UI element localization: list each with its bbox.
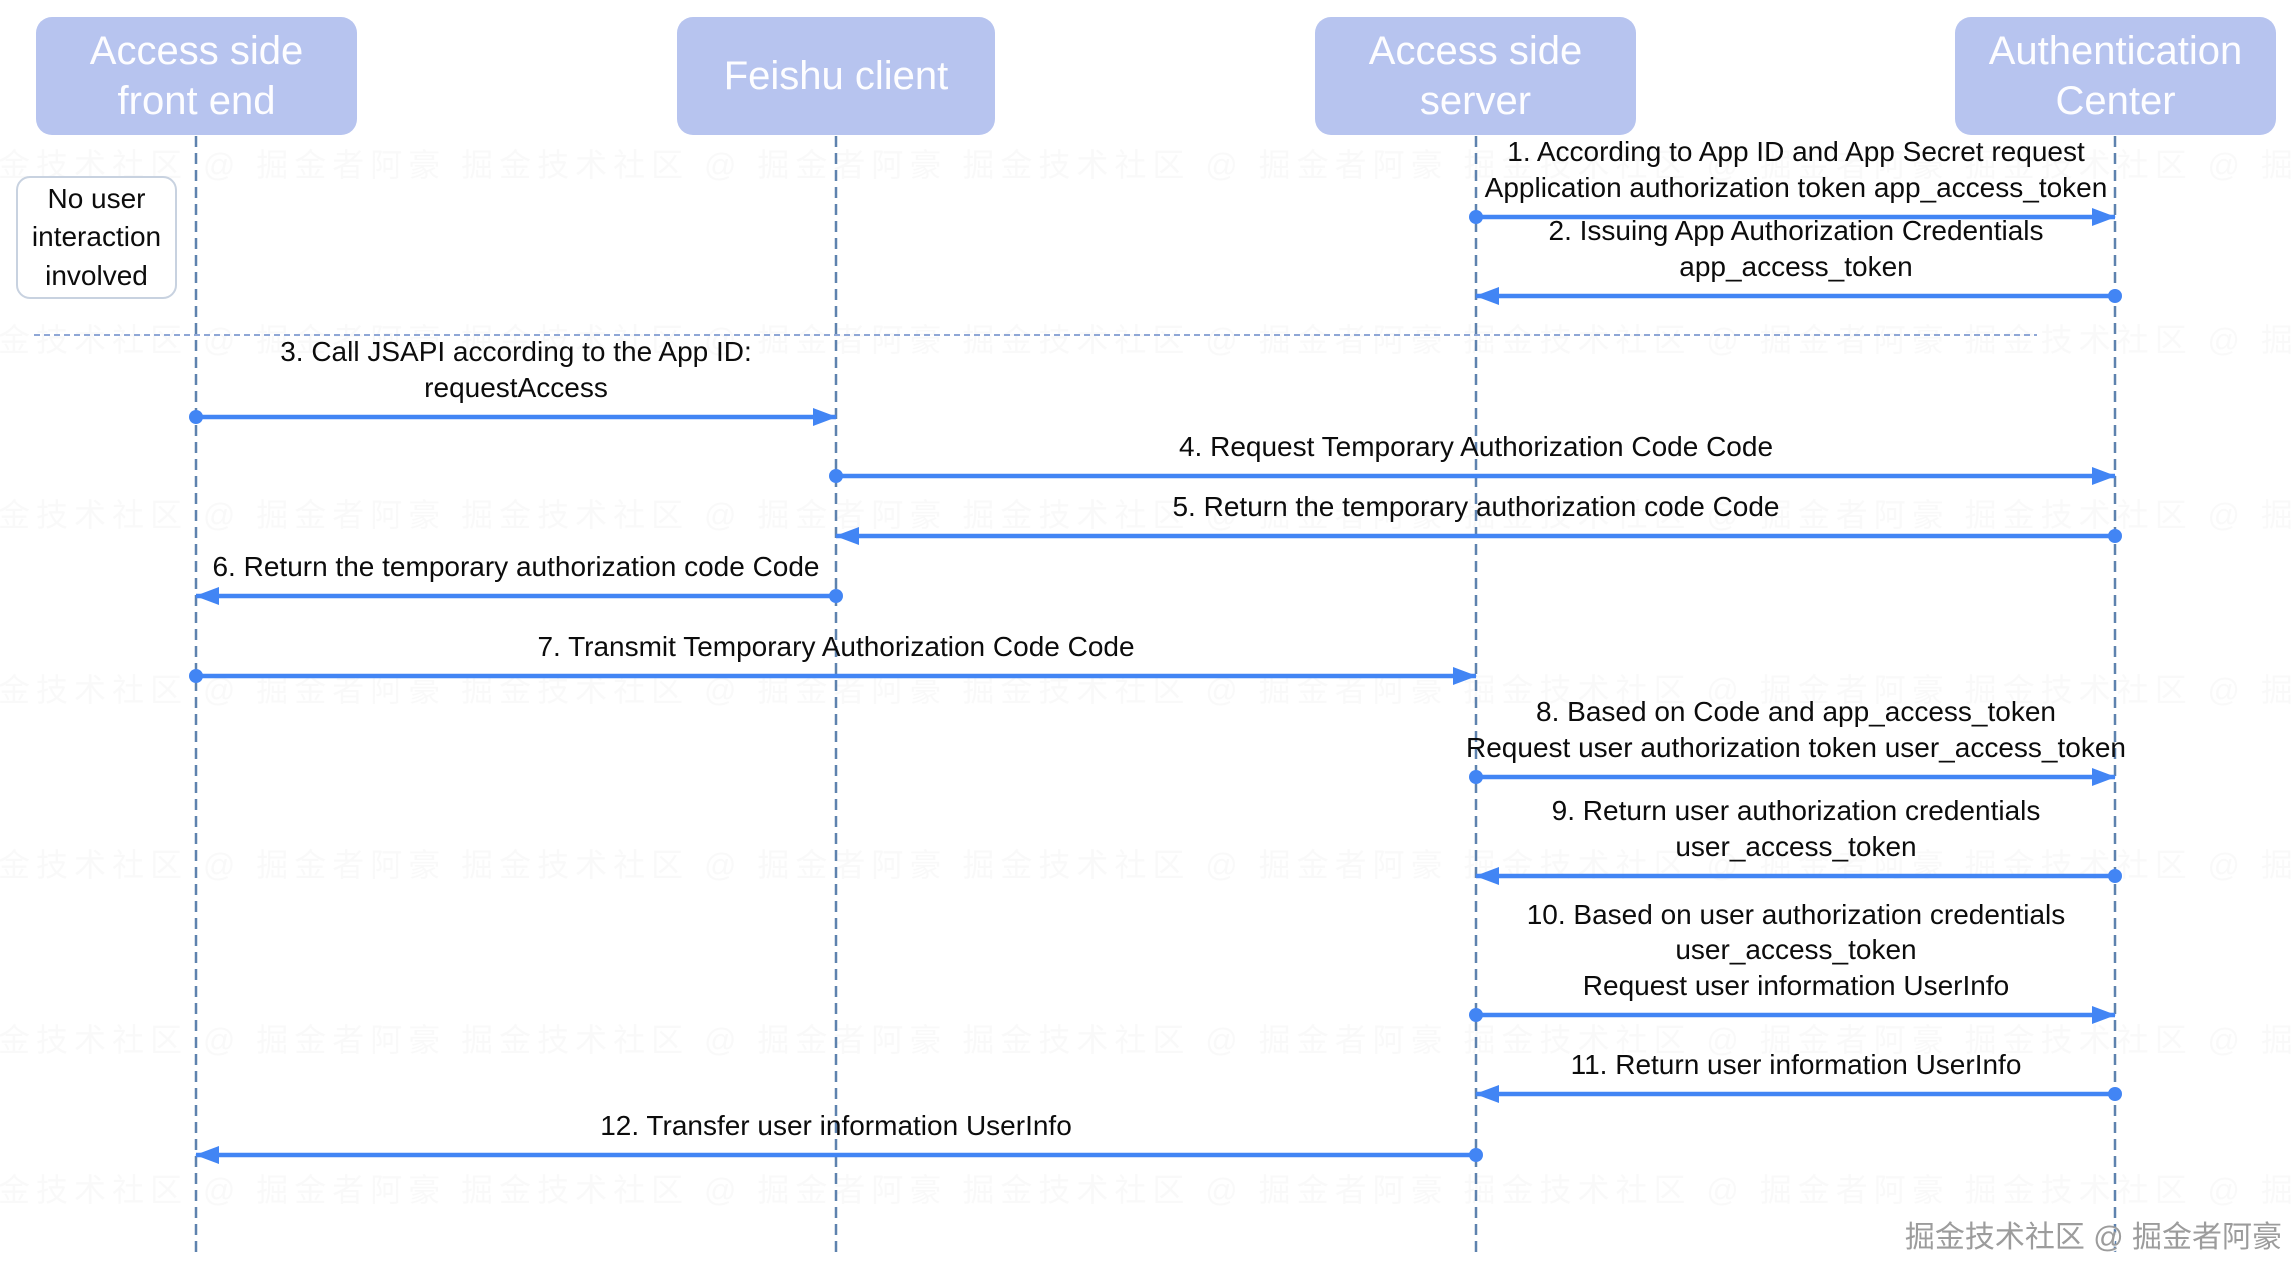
message-label-8: 8. Based on Code and app_access_token Re… [1466, 696, 2126, 763]
watermark-credit: 掘金技术社区 @ 掘金者阿豪 [1904, 1221, 2282, 1254]
message-arrow-10 [1469, 1006, 2116, 1024]
message-label-11: 11. Return user information UserInfo [1570, 1048, 2022, 1080]
message-label-10: 10. Based on user authorization credenti… [1526, 899, 2066, 1001]
message-label-1: 1. According to App ID and App Secret re… [1484, 136, 2108, 203]
message-label-4: 4. Request Temporary Authorization Code … [1178, 430, 1774, 462]
message-label-5: 5. Return the temporary authorization co… [1172, 490, 1780, 522]
message-label-12: 12. Transfer user information UserInfo [600, 1109, 1072, 1141]
message-arrow-1 [1469, 208, 2116, 226]
message-label-2: 2. Issuing App Authorization Credentials… [1548, 215, 2044, 282]
actor-feishu-client: Feishu client [677, 17, 995, 135]
message-label-6: 6. Return the temporary authorization co… [212, 550, 820, 582]
message-arrow-4 [829, 467, 2116, 485]
message-arrow-5 [835, 527, 2122, 545]
message-arrow-3 [189, 408, 837, 426]
message-label-7: 7. Transmit Temporary Authorization Code… [537, 630, 1135, 662]
message-arrow-6 [195, 587, 843, 605]
message-arrow-2 [1475, 287, 2122, 305]
message-arrow-12 [195, 1146, 1483, 1164]
message-arrow-8 [1469, 768, 2116, 786]
actor-frontend: Access side front end [36, 17, 357, 135]
actor-auth-center: Authentication Center [1955, 17, 2276, 135]
note-no-user-interaction: No user interaction involved [16, 176, 177, 299]
message-arrow-7 [189, 667, 1477, 685]
message-label-9: 9. Return user authorization credentials… [1551, 795, 2041, 862]
actor-server: Access side server [1315, 17, 1636, 135]
message-label-3: 3. Call JSAPI according to the App ID: r… [280, 336, 752, 403]
message-arrow-11 [1475, 1085, 2122, 1103]
message-arrow-9 [1475, 867, 2122, 885]
